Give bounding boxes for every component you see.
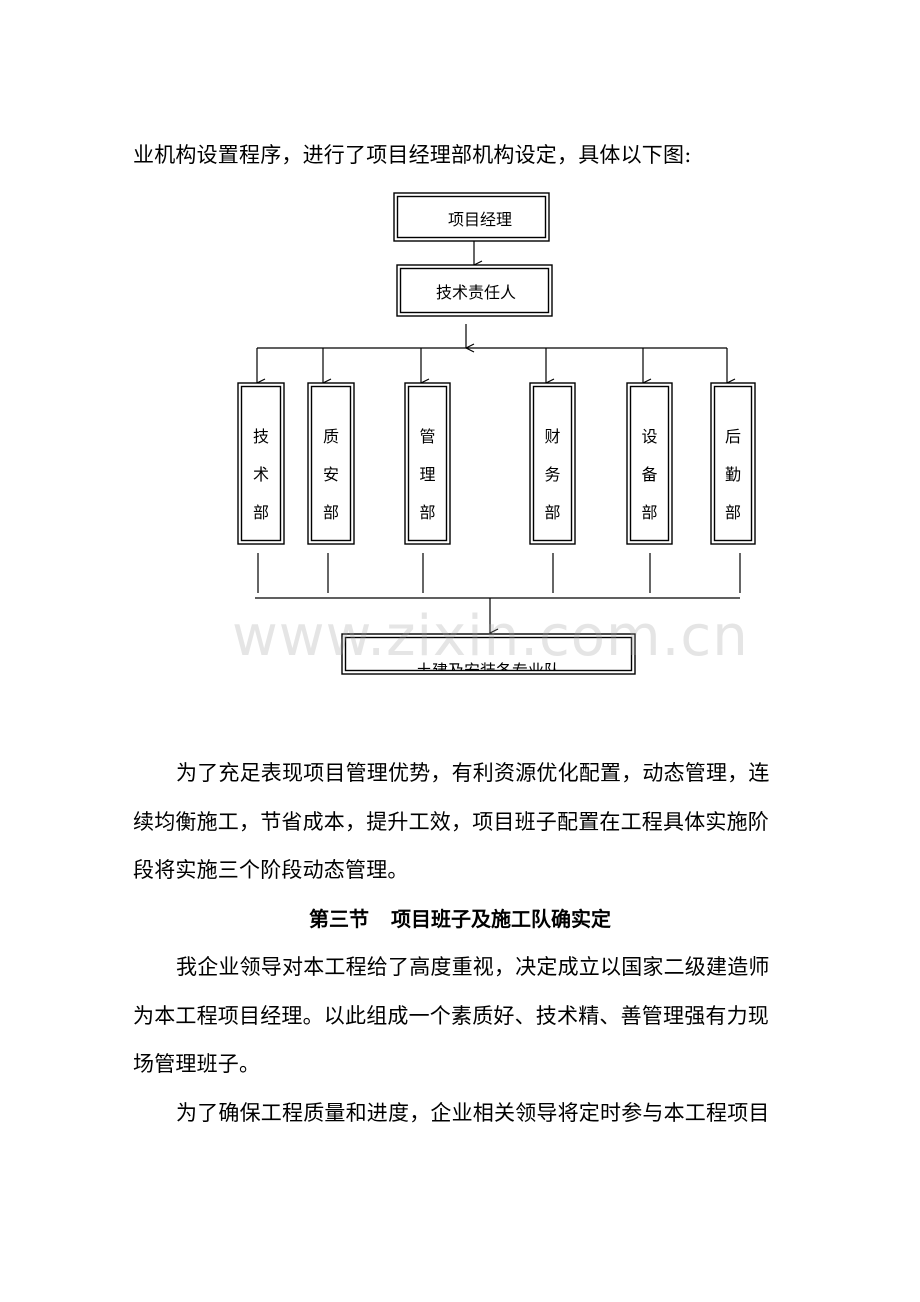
dept-4-char-3: 部: [544, 503, 560, 522]
box-project-manager: 项目经理: [393, 192, 550, 242]
dept-3-char-3: 部: [419, 503, 435, 522]
dept-1-char-1: 技: [253, 427, 269, 446]
dept-2-char-1: 质: [323, 427, 339, 446]
paragraph-1-line-1: 为了充足表现项目管理优势，有利资源优化配置，动态管理，连: [176, 761, 770, 785]
dept-4-char-1: 财: [544, 427, 560, 446]
dept-4-char-2: 务: [544, 465, 560, 484]
box-tech-lead: 技术责任人: [396, 264, 553, 317]
dept-5-char-3: 部: [641, 503, 657, 522]
box-dept-4: 财务部: [529, 382, 576, 545]
dept-2-char-2: 安: [323, 465, 339, 484]
paragraph-1-line-2: 续均衡施工，节省成本，提升工效，项目班子配置在工程具体实施阶: [133, 810, 769, 834]
box-teams: 土建及安装各专业队: [341, 633, 636, 680]
paragraph-2-line-1: 我企业领导对本工程给了高度重视，决定成立以国家二级建造师: [176, 955, 770, 979]
org-chart: 项目经理技术责任人技术部质安部管理部财务部设备部后勤部土建及安装各专业队: [237, 192, 756, 680]
dept-1-char-3: 部: [253, 503, 269, 522]
dept-2-char-3: 部: [323, 503, 339, 522]
dept-1-char-2: 术: [253, 465, 269, 484]
tech-lead-label: 技术责任人: [436, 283, 516, 302]
box-dept-2: 质安部: [307, 382, 355, 545]
dept-6-char-2: 勤: [725, 465, 741, 484]
dept-5-char-1: 设: [641, 427, 657, 446]
box-dept-1: 技术部: [237, 382, 285, 545]
section-number: 第三节: [309, 907, 369, 931]
teams-label: 土建及安装各专业队: [416, 661, 560, 680]
box-dept-3: 管理部: [404, 382, 451, 545]
box-dept-6: 后勤部: [710, 382, 756, 545]
dept-6-char-3: 部: [725, 503, 741, 522]
watermark: www.zixin.com.cn: [232, 604, 749, 669]
paragraph-2-line-2: 为本工程项目经理。以此组成一个素质好、技术精、善管理强有力现: [133, 1004, 769, 1028]
dept-5-char-2: 备: [641, 465, 657, 484]
section-heading: 第三节项目班子及施工队确实定: [0, 909, 920, 929]
box-dept-5: 设备部: [626, 382, 673, 545]
section-title: 项目班子及施工队确实定: [391, 907, 611, 931]
dept-3-char-2: 理: [419, 465, 435, 484]
dept-6-char-1: 后: [725, 427, 741, 446]
dept-3-char-1: 管: [419, 427, 435, 446]
paragraph-2-line-3: 场管理班子。: [133, 1052, 261, 1076]
project-manager-label: 项目经理: [448, 210, 512, 229]
paragraph-3-line-1: 为了确保工程质量和进度，企业相关领导将定时参与本工程项目: [176, 1101, 770, 1125]
intro-line: 业机构设置程序，进行了项目经理部机构设定，具体以下图:: [133, 143, 692, 167]
paragraph-1-line-3: 段将实施三个阶段动态管理。: [133, 858, 409, 882]
